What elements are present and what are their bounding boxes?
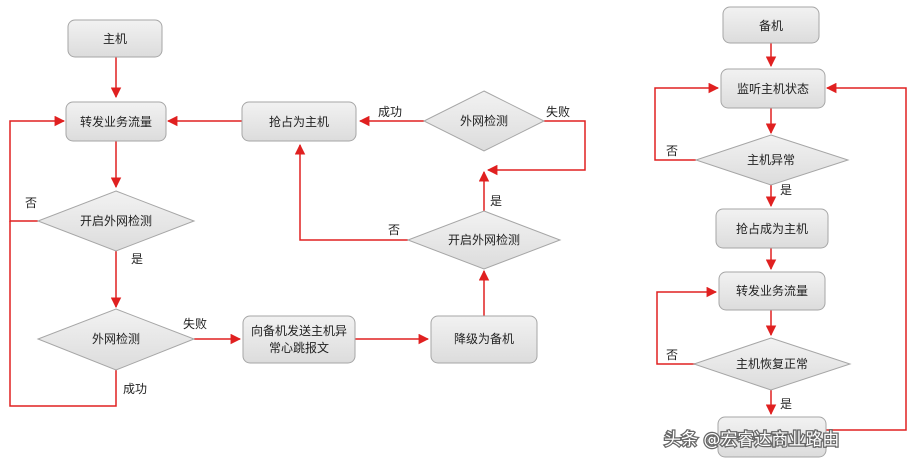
label-success-1: 成功 (123, 382, 147, 396)
node-backup-forward-traffic-label: 转发业务流量 (736, 283, 808, 298)
node-ext-check-2-label: 外网检测 (460, 113, 508, 128)
node-seize-become-host: 抢占成为主机 (715, 208, 829, 249)
node-backup-forward-traffic: 转发业务流量 (718, 271, 826, 311)
primary-edges (9, 57, 586, 407)
node-listen-host-label: 监听主机状态 (737, 82, 809, 96)
node-forward-traffic-label: 转发业务流量 (80, 114, 152, 129)
label-no-1: 否 (25, 196, 37, 210)
edge-enable-check-2-no (294, 143, 408, 241)
node-downgrade: 降级为备机 (430, 315, 538, 364)
node-ext-check-2: 外网检测 (422, 90, 546, 152)
node-enable-ext-check-2-label: 开启外网检测 (448, 232, 520, 247)
node-backup-label: 备机 (759, 19, 783, 33)
node-host-abnormal: 主机异常 (694, 134, 850, 186)
node-enable-ext-check-2: 开启外网检测 (406, 210, 562, 270)
backup-label-no-2: 否 (666, 348, 678, 362)
edge-ext-check-success-loop (9, 221, 117, 407)
node-seize-become-host-label: 抢占成为主机 (736, 221, 808, 236)
node-host-label: 主机 (103, 32, 127, 46)
label-success-2: 成功 (378, 105, 402, 119)
node-backup: 备机 (722, 6, 820, 44)
node-enable-ext-check-label: 开启外网检测 (80, 213, 152, 228)
edge-enable-check-no-loop (9, 115, 66, 222)
node-host-abnormal-label: 主机异常 (747, 153, 795, 167)
node-enable-ext-check: 开启外网检测 (36, 190, 196, 252)
backup-label-yes-2: 是 (780, 397, 792, 411)
node-bottom-partial (717, 416, 827, 458)
watermark: 头条 @宏睿达商业路由 (663, 429, 841, 452)
watermark-text: 头条 @宏睿达商业路由 (664, 430, 839, 450)
node-send-heartbeat: 向备机发送主机异 常心跳报文 (242, 315, 356, 364)
node-send-heartbeat-line1: 向备机发送主机异 (251, 323, 347, 338)
node-ext-check: 外网检测 (36, 308, 196, 371)
node-listen-host: 监听主机状态 (720, 68, 826, 109)
node-seize-host: 抢占为主机 (241, 101, 357, 142)
label-no-2: 否 (388, 223, 400, 237)
edge-abnormal-no-loop (654, 82, 720, 161)
node-seize-host-label: 抢占为主机 (269, 114, 329, 129)
backup-label-no-1: 否 (666, 144, 678, 158)
node-host-recovered-label: 主机恢复正常 (736, 357, 808, 371)
label-fail-1: 失败 (183, 316, 207, 331)
node-downgrade-label: 降级为备机 (454, 332, 514, 346)
edge-back-to-listen-loop (825, 82, 907, 431)
node-send-heartbeat-line2: 常心跳报文 (269, 340, 329, 355)
label-yes-1: 是 (131, 252, 143, 266)
primary-edge-labels: 否 是 失败 成功 是 否 失败 成功 (25, 104, 570, 396)
backup-label-yes-1: 是 (780, 183, 792, 197)
edge-recovered-no-loop (656, 286, 718, 365)
node-host-recovered: 主机恢复正常 (692, 337, 852, 391)
backup-edges (654, 43, 907, 431)
label-fail-2: 失败 (546, 104, 570, 119)
node-ext-check-label: 外网检测 (92, 331, 140, 346)
edge-ext-check-2-fail-loop (486, 120, 586, 176)
label-yes-2: 是 (490, 194, 502, 208)
backup-edge-labels: 否 是 否 是 (666, 144, 792, 411)
node-host: 主机 (67, 19, 163, 58)
node-forward-traffic: 转发业务流量 (65, 101, 167, 142)
